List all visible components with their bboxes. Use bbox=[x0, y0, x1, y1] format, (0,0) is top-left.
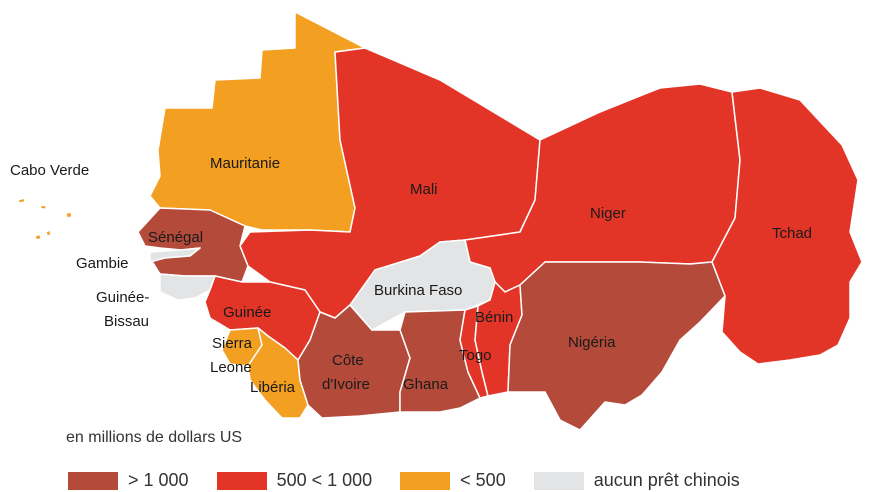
label-mali: Mali bbox=[410, 181, 438, 198]
label-cote-ivoire-line2: d'Ivoire bbox=[322, 376, 370, 393]
island-5 bbox=[45, 229, 52, 237]
label-mauritanie: Mauritanie bbox=[210, 155, 280, 172]
country-mauritanie bbox=[149, 11, 366, 233]
country-nigeria bbox=[507, 261, 726, 431]
legend: > 1 000 500 < 1 000 < 500 aucun prêt chi… bbox=[68, 470, 768, 491]
legend-item-none: aucun prêt chinois bbox=[533, 470, 740, 491]
label-gambie: Gambie bbox=[76, 255, 129, 272]
legend-swatch bbox=[400, 471, 451, 490]
label-ghana: Ghana bbox=[403, 376, 449, 393]
label-burkina-faso: Burkina Faso bbox=[374, 282, 462, 299]
label-benin: Bénin bbox=[475, 309, 513, 326]
label-guinee-bissau-line1: Guinée- bbox=[96, 289, 149, 306]
label-togo: Togo bbox=[459, 347, 492, 364]
unit-note: en millions de dollars US bbox=[66, 429, 243, 446]
country-senegal bbox=[137, 207, 249, 283]
legend-swatch bbox=[216, 471, 267, 490]
country-gambie bbox=[149, 247, 201, 263]
legend-swatch bbox=[533, 471, 584, 490]
legend-label: 500 < 1 000 bbox=[276, 470, 373, 490]
label-guinee-bissau-line2: Bissau bbox=[104, 313, 149, 330]
label-senegal: Sénégal bbox=[148, 229, 203, 246]
label-cabo-verde: Cabo Verde bbox=[10, 162, 89, 179]
label-liberia: Libéria bbox=[250, 379, 296, 396]
legend-item-lt500: < 500 bbox=[400, 470, 506, 491]
legend-item-gt1000: > 1 000 bbox=[68, 470, 189, 491]
legend-item-500to1000: 500 < 1 000 bbox=[216, 470, 373, 491]
island-1 bbox=[17, 197, 26, 204]
legend-label: > 1 000 bbox=[128, 470, 189, 490]
legend-label: aucun prêt chinois bbox=[593, 470, 740, 490]
label-tchad: Tchad bbox=[772, 225, 812, 242]
label-nigeria: Nigéria bbox=[568, 334, 616, 351]
cabo-verde-islands bbox=[17, 197, 73, 241]
island-3 bbox=[65, 211, 73, 219]
label-cote-ivoire-line1: Côte bbox=[332, 352, 364, 369]
country-guinee-bissau bbox=[159, 273, 216, 301]
island-2 bbox=[39, 204, 47, 210]
label-niger: Niger bbox=[590, 205, 626, 222]
legend-swatch bbox=[68, 471, 118, 490]
label-sierra-leone-line2: Leone bbox=[210, 359, 252, 376]
island-4 bbox=[34, 233, 42, 241]
label-sierra-leone-line1: Sierra bbox=[212, 335, 253, 352]
legend-label: < 500 bbox=[460, 470, 506, 490]
country-liberia bbox=[247, 327, 309, 419]
label-guinee: Guinée bbox=[223, 304, 271, 321]
